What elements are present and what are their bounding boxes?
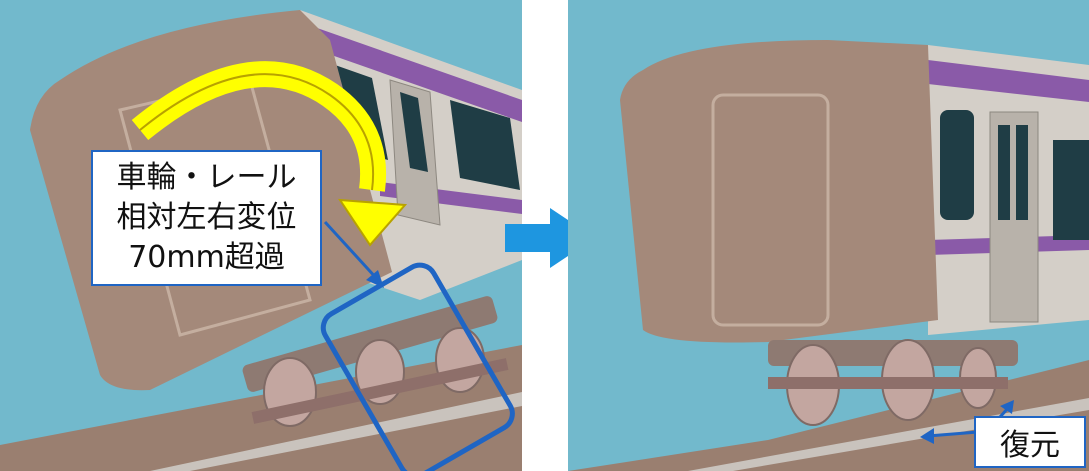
door-window xyxy=(998,125,1010,220)
car-stripe-top xyxy=(300,22,522,122)
car-end xyxy=(620,40,938,343)
rail xyxy=(150,392,522,471)
restored-train-scene xyxy=(568,0,1089,471)
track-bed xyxy=(568,360,1089,471)
derailed-train-panel: 車輪・レール 相対左右変位 70mm超過 xyxy=(0,0,522,471)
car-window-2 xyxy=(1053,140,1089,240)
callout-pointer xyxy=(323,220,380,282)
car-stripe-top xyxy=(928,60,1089,102)
door-window-2 xyxy=(1016,125,1028,220)
restore-pointer-head-1 xyxy=(920,428,934,444)
callout-line-1: 車輪・レール xyxy=(116,160,297,195)
car-window xyxy=(940,110,974,220)
displacement-callout: 車輪・レール 相対左右変位 70mm超過 xyxy=(91,150,322,286)
car-window-2 xyxy=(450,100,520,190)
callout-line-3: 70mm超過 xyxy=(128,240,285,275)
door-window xyxy=(400,92,428,172)
car-door xyxy=(989,111,1039,323)
restored-train-panel xyxy=(568,0,1089,471)
rotation-arrowhead xyxy=(338,198,408,247)
axle xyxy=(768,377,1008,389)
restore-pointer-head-2 xyxy=(1000,400,1014,414)
end-panel-outline xyxy=(711,93,830,327)
restore-label: 復元 xyxy=(974,416,1086,468)
derailed-train-scene xyxy=(0,0,522,471)
restore-label-text: 復元 xyxy=(1000,428,1060,463)
restore-pointer-1 xyxy=(927,430,979,438)
callout-line-2: 相対左右変位 xyxy=(116,200,297,235)
rotation-arrow-outline xyxy=(139,73,374,191)
axle xyxy=(251,358,509,424)
wheel-highlight-frame xyxy=(320,262,515,471)
